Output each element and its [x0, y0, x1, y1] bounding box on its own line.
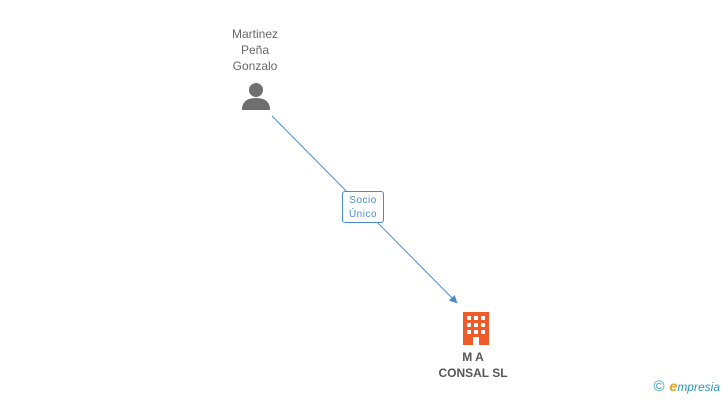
company-name[interactable]: M A CONSAL SL	[418, 349, 528, 381]
brand-wordmark-initial: e	[669, 378, 678, 394]
empresia-logo[interactable]: © empresia	[653, 377, 720, 395]
company-name-line-2: CONSAL SL	[438, 366, 508, 380]
copyright-icon: ©	[653, 377, 665, 395]
relation-label-line-2: Único	[348, 209, 378, 220]
person-name-line-1: Martinez	[231, 27, 278, 41]
brand-wordmark-rest: mpresia	[677, 380, 720, 394]
brand-wordmark: empresia	[670, 378, 720, 394]
person-name-line-3: Gonzalo	[232, 59, 278, 73]
building-icon[interactable]	[460, 310, 492, 346]
person-icon[interactable]	[240, 81, 272, 111]
company-name-line-1: M A	[462, 350, 484, 364]
person-name-line-2: Peña	[240, 43, 270, 57]
relation-label-line-1: Socio	[349, 195, 377, 206]
person-name[interactable]: Martinez Peña Gonzalo	[205, 26, 305, 74]
relation-label[interactable]: Socio Único	[342, 191, 384, 223]
